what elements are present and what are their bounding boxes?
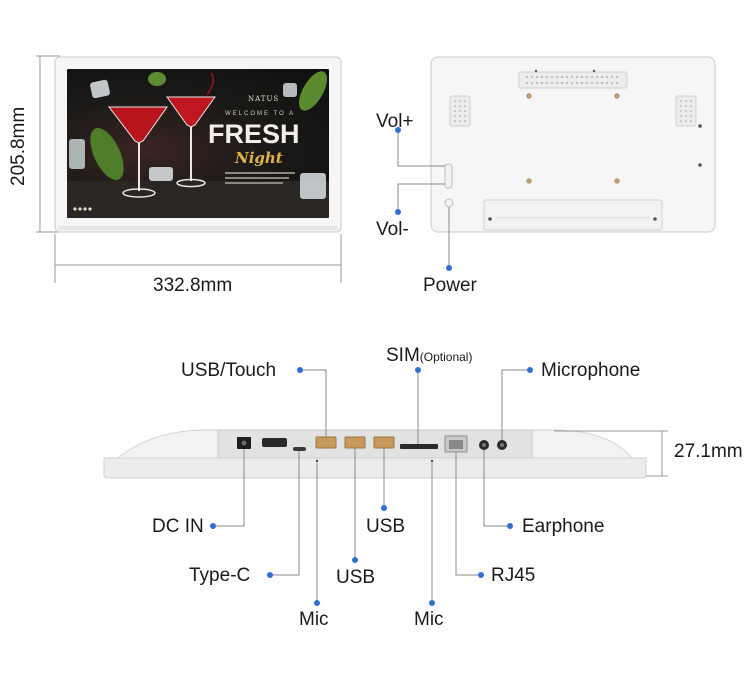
speaker-holes xyxy=(454,100,692,122)
mic-hole-right xyxy=(430,459,434,463)
usb-b-label: USB xyxy=(366,516,406,537)
type-c-port xyxy=(293,447,306,451)
ice-cube xyxy=(300,173,326,199)
ice-cube xyxy=(283,83,297,97)
vol-up-dot xyxy=(395,127,401,133)
back-port-cover xyxy=(483,199,663,231)
side-screws xyxy=(534,69,702,167)
front-bezel-shadow xyxy=(58,226,338,230)
rj45-leader xyxy=(455,452,481,576)
usb-touch-label: USB/Touch xyxy=(181,360,277,381)
sim-label-note: (Optional) xyxy=(419,350,473,364)
back-view xyxy=(395,56,716,271)
cocktail-glass xyxy=(166,96,216,128)
power-label: Power xyxy=(423,275,477,296)
screen-brand: NATUS xyxy=(248,95,280,103)
vol-down-dot xyxy=(395,209,401,215)
bottom-view xyxy=(103,367,668,606)
dc-in-leader xyxy=(213,449,245,527)
ice-cube xyxy=(149,167,173,181)
top-vent xyxy=(518,71,628,89)
usb-touch-leader xyxy=(300,369,327,437)
leaf-shape xyxy=(299,71,327,111)
ice-cube xyxy=(90,79,110,99)
hdmi-port xyxy=(262,438,287,447)
callout-dots xyxy=(210,367,533,606)
power-button[interactable] xyxy=(444,198,454,208)
device-bottom-edge xyxy=(103,457,647,479)
dc-in-label: DC IN xyxy=(152,516,204,537)
mic-left-label: Mic xyxy=(299,609,329,630)
sim-label-main: SIM xyxy=(386,345,420,366)
microphone-label: Microphone xyxy=(541,360,641,381)
usb-port-b xyxy=(373,436,395,449)
sim-label: SIM(Optional) xyxy=(386,345,472,367)
usb-touch-port xyxy=(315,436,337,449)
vol-down-label: Vol- xyxy=(376,219,409,240)
usb-a-label: USB xyxy=(336,567,376,588)
screen-subline: Night xyxy=(235,149,283,167)
cocktail-glass xyxy=(107,106,168,144)
screen-artwork xyxy=(67,71,329,218)
rj45-label: RJ45 xyxy=(491,565,536,586)
width-dimension-label: 332.8mm xyxy=(153,275,233,296)
microphone-leader xyxy=(501,369,530,440)
earphone-label: Earphone xyxy=(522,516,605,537)
screen-welcome-text: WELCOME TO A xyxy=(225,111,296,117)
leaf-shape xyxy=(148,72,166,86)
power-dot xyxy=(446,265,452,271)
ice-cube xyxy=(69,139,85,169)
leaf-shape xyxy=(90,128,124,180)
mic-right-label: Mic xyxy=(414,609,444,630)
earphone-leader xyxy=(483,450,510,527)
vol-up-leader xyxy=(397,130,445,167)
type-c-leader xyxy=(270,451,300,576)
type-c-label: Type-C xyxy=(189,565,251,586)
back-panel xyxy=(430,56,716,233)
front-screen: NATUS WELCOME TO A FRESH Night xyxy=(67,69,329,218)
screen-headline: FRESH xyxy=(208,119,300,149)
thickness-dimension-label: 27.1mm xyxy=(674,441,743,462)
top-vent-holes xyxy=(526,76,618,84)
volume-rocker[interactable] xyxy=(444,163,453,189)
vesa-screw-holes xyxy=(526,93,620,184)
mic-hole-left xyxy=(315,459,319,463)
usb-port-a xyxy=(344,436,366,449)
vol-up-label: Vol+ xyxy=(376,111,414,132)
sim-slot xyxy=(400,444,438,449)
vol-down-leader xyxy=(397,183,445,212)
